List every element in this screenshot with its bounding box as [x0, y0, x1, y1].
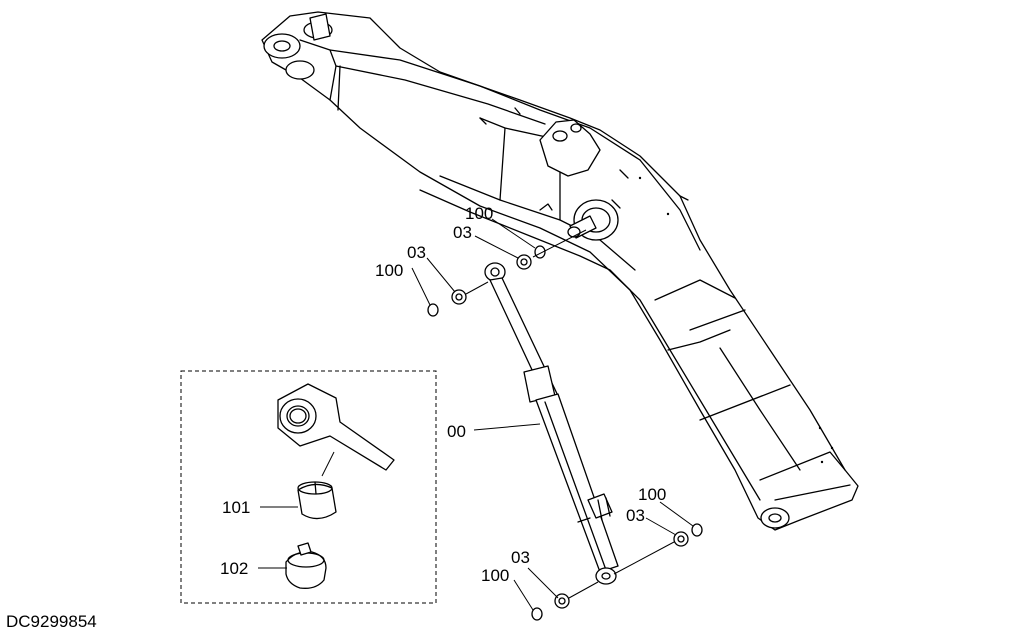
callout-100-bottom: 100: [481, 566, 509, 585]
hydraulic-rod-assembly: [484, 262, 619, 585]
callout-03-right: 03: [626, 506, 645, 525]
pin-03-bottom: [554, 593, 570, 609]
pins-and-rings: [427, 229, 703, 621]
callout-03-bottom: 03: [511, 548, 530, 567]
leader-lines: [258, 218, 694, 611]
callout-100-top: 100: [465, 204, 493, 223]
callout-00: 00: [447, 422, 466, 441]
document-id: DC9299854: [6, 612, 97, 631]
ring-100-left: [427, 303, 439, 317]
ring-100-bottom: [531, 607, 543, 621]
callout-100-left: 100: [375, 261, 403, 280]
ring-100-right: [691, 523, 703, 537]
callout-101: 101: [222, 498, 250, 517]
clamp-102: [285, 542, 327, 589]
detail-inset: [180, 370, 437, 604]
callout-03-left: 03: [407, 243, 426, 262]
pin-03-top: [516, 254, 532, 270]
callout-102: 102: [220, 559, 248, 578]
bushing-101: [297, 481, 337, 520]
callout-100-right: 100: [638, 485, 666, 504]
pin-03-left: [451, 289, 467, 305]
pin-03-right: [673, 531, 689, 547]
excavator-boom: [261, 11, 859, 531]
callout-03-top: 03: [453, 223, 472, 242]
